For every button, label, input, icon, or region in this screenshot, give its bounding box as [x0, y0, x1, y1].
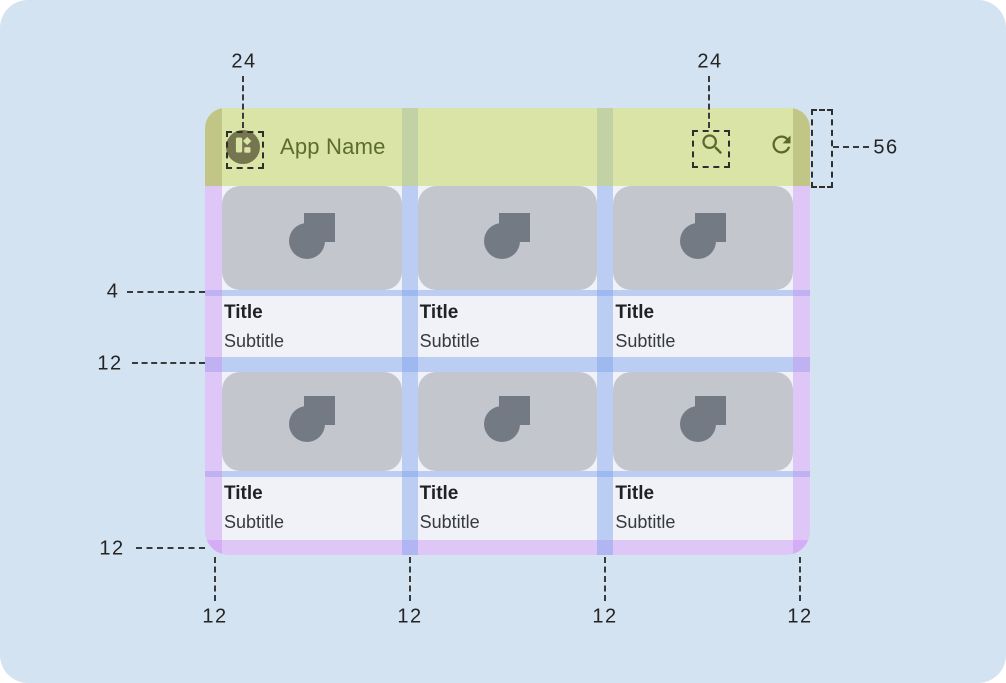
- dim-label-appbar-height: 56: [873, 136, 899, 159]
- card-subtitle: Subtitle: [419, 331, 480, 351]
- app-bar-actions: [699, 108, 795, 186]
- card-text[interactable]: Title Subtitle: [613, 477, 793, 540]
- image-placeholder-icon: [680, 212, 727, 264]
- left-margin-overlay: [205, 108, 222, 555]
- gap-overlay-4: [205, 471, 810, 477]
- card-subtitle: Subtitle: [224, 512, 285, 532]
- dim-bracket-appbar-height: [811, 109, 833, 188]
- gutter-overlay-1: [401, 108, 418, 555]
- card-text[interactable]: Title Subtitle: [613, 296, 793, 357]
- app-title: App Name: [280, 134, 386, 159]
- gap-overlay-12: [205, 357, 810, 372]
- refresh-icon: [768, 131, 795, 163]
- card-title: Title: [419, 302, 459, 323]
- dim-label-leading-icon: 24: [231, 50, 257, 73]
- dim-line: [708, 76, 710, 128]
- dim-label-trailing-icon: 24: [697, 50, 723, 73]
- dim-line: [833, 146, 869, 148]
- card-media[interactable]: [417, 372, 598, 471]
- dim-line: [604, 557, 606, 601]
- card-title: Title: [615, 483, 655, 504]
- dim-line: [799, 557, 801, 601]
- dim-label-edge-3: 12: [592, 605, 618, 628]
- right-margin-overlay: [793, 108, 810, 555]
- card-subtitle: Subtitle: [419, 512, 480, 532]
- dim-box-trailing-icon: [692, 130, 730, 168]
- dim-line: [127, 291, 205, 293]
- card-row-2-text: Title Subtitle Title Subtitle Title Subt…: [205, 477, 810, 540]
- card-row-1-media: [205, 186, 810, 290]
- card-media[interactable]: [613, 372, 793, 471]
- card-subtitle: Subtitle: [615, 331, 676, 351]
- dim-line: [132, 362, 205, 364]
- dim-label-edge-4: 12: [787, 605, 813, 628]
- image-placeholder-icon: [288, 212, 335, 264]
- dim-line: [242, 76, 244, 128]
- gap-overlay-4: [205, 290, 810, 296]
- dim-box-leading-icon: [226, 131, 264, 169]
- card-row-1-text: Title Subtitle Title Subtitle Title Subt…: [205, 296, 810, 357]
- card-text[interactable]: Title Subtitle: [222, 477, 402, 540]
- dim-label-edge-2: 12: [397, 605, 423, 628]
- image-placeholder-icon: [288, 396, 335, 447]
- image-placeholder-icon: [484, 212, 531, 264]
- app-menu-button[interactable]: [226, 130, 260, 164]
- card-subtitle: Subtitle: [224, 331, 285, 351]
- card-title: Title: [419, 483, 459, 504]
- refresh-button[interactable]: [768, 134, 795, 161]
- card-text[interactable]: Title Subtitle: [222, 296, 402, 357]
- dim-label-row-gap: 12: [97, 352, 123, 375]
- dim-line: [409, 557, 411, 601]
- search-button[interactable]: [699, 134, 726, 161]
- card-text[interactable]: Title Subtitle: [418, 477, 598, 540]
- dim-label-edge-1: 12: [202, 605, 228, 628]
- image-placeholder-icon: [484, 396, 531, 447]
- bottom-margin-overlay: [205, 540, 810, 555]
- card-media[interactable]: [613, 186, 793, 290]
- image-placeholder-icon: [680, 396, 727, 447]
- app-mock: App Name: [205, 108, 810, 555]
- card-title: Title: [224, 302, 263, 323]
- dim-label-bottom-margin: 12: [99, 537, 125, 560]
- card-title: Title: [615, 302, 655, 323]
- card-row-2-media: [205, 372, 810, 471]
- dashboard-icon: [233, 135, 253, 160]
- card-media[interactable]: [222, 186, 402, 290]
- gutter-overlay-2: [597, 108, 614, 555]
- dim-line: [214, 557, 216, 601]
- search-icon: [699, 131, 726, 163]
- card-media[interactable]: [417, 186, 598, 290]
- card-subtitle: Subtitle: [615, 512, 676, 532]
- card-media[interactable]: [222, 372, 402, 471]
- card-title: Title: [224, 483, 263, 504]
- card-text[interactable]: Title Subtitle: [418, 296, 598, 357]
- dim-label-image-text-gap: 4: [106, 280, 120, 303]
- dim-line: [136, 547, 205, 549]
